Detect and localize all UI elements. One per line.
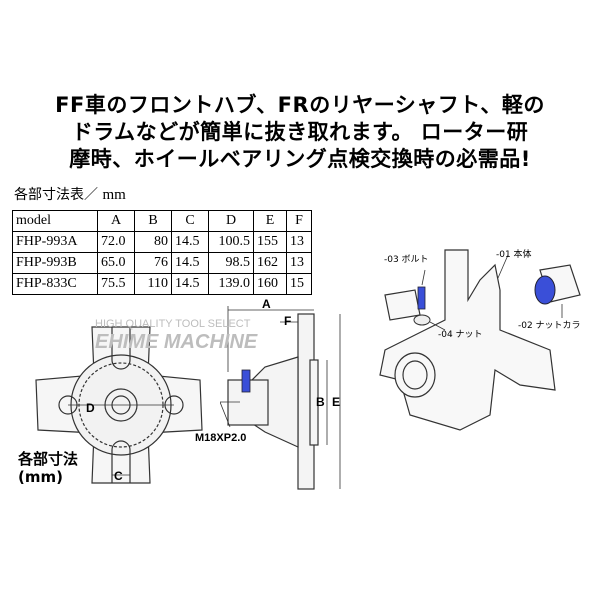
- table-unit: mm: [102, 187, 126, 203]
- drawing-title-line: 各部寸法: [18, 450, 79, 468]
- header-b: B: [134, 210, 172, 232]
- cell: FHP-993B: [12, 252, 98, 274]
- cell: 14.5: [171, 231, 209, 253]
- table-title-text: 各部寸法表／: [14, 187, 98, 203]
- dim-label-e: E: [332, 395, 341, 409]
- cell: 155: [253, 231, 287, 253]
- headline-line: 摩時、ホイールベアリング点検交換時の必需品!: [69, 147, 531, 171]
- part-label-02: -02 ナットカラ: [518, 321, 581, 331]
- drawing-title: 各部寸法 (mm): [18, 450, 78, 486]
- table-header-row: model A B C D E F: [12, 210, 312, 232]
- cell: 76: [134, 252, 172, 274]
- headline-line: ドラムなどが簡単に抜き取れます。 ローター研: [71, 120, 529, 144]
- cell: 15: [286, 273, 312, 295]
- headline: FF車のフロントハブ、FRのリヤーシャフト、軽の ドラムなどが簡単に抜き取れます…: [0, 92, 600, 173]
- dim-label-a: A: [262, 297, 271, 311]
- nut-collar-mark: [534, 275, 556, 305]
- cell: 13: [286, 252, 312, 274]
- header-c: C: [171, 210, 209, 232]
- header-a: A: [97, 210, 135, 232]
- cell: 110: [134, 273, 172, 295]
- header-d: D: [208, 210, 254, 232]
- part-label-04: -04 ナット: [438, 330, 483, 340]
- cell: 75.5: [97, 273, 135, 295]
- cell: 65.0: [97, 252, 135, 274]
- header-model: model: [12, 210, 98, 232]
- dim-label-f: F: [284, 314, 292, 328]
- header-f: F: [286, 210, 312, 232]
- dim-label-b: B: [316, 395, 325, 409]
- cell: 162: [253, 252, 287, 274]
- header-e: E: [253, 210, 287, 232]
- bolt-mark: [241, 369, 251, 393]
- front-view-drawing: [35, 326, 203, 484]
- part-label-01: -01 本体: [496, 250, 532, 260]
- cell: 14.5: [171, 252, 209, 274]
- bolt-mark: [417, 286, 426, 310]
- cell: 98.5: [208, 252, 254, 274]
- dim-label-d: D: [86, 401, 95, 415]
- cell: 139.0: [208, 273, 254, 295]
- watermark: HIGH QUALITY TOOL SELECT: [95, 318, 251, 330]
- cell: FHP-993A: [12, 231, 98, 253]
- headline-line: FF車のフロントハブ、FRのリヤーシャフト、軽の: [55, 93, 545, 117]
- part-label-03: -03 ボルト: [384, 255, 429, 265]
- cell: 160: [253, 273, 287, 295]
- cell: FHP-833C: [12, 273, 98, 295]
- watermark: EHIME MACHINE: [95, 331, 258, 353]
- cell: 80: [134, 231, 172, 253]
- cell: 13: [286, 231, 312, 253]
- table-title: 各部寸法表／ mm: [14, 184, 126, 204]
- dim-label-c: C: [114, 469, 123, 483]
- thread-label: M18XP2.0: [195, 432, 247, 444]
- cell: 72.0: [97, 231, 135, 253]
- exploded-view-drawing: [379, 249, 581, 431]
- cell: 14.5: [171, 273, 209, 295]
- side-view-drawing: [220, 306, 341, 490]
- drawing-title-line: (mm): [18, 468, 63, 486]
- cell: 100.5: [208, 231, 254, 253]
